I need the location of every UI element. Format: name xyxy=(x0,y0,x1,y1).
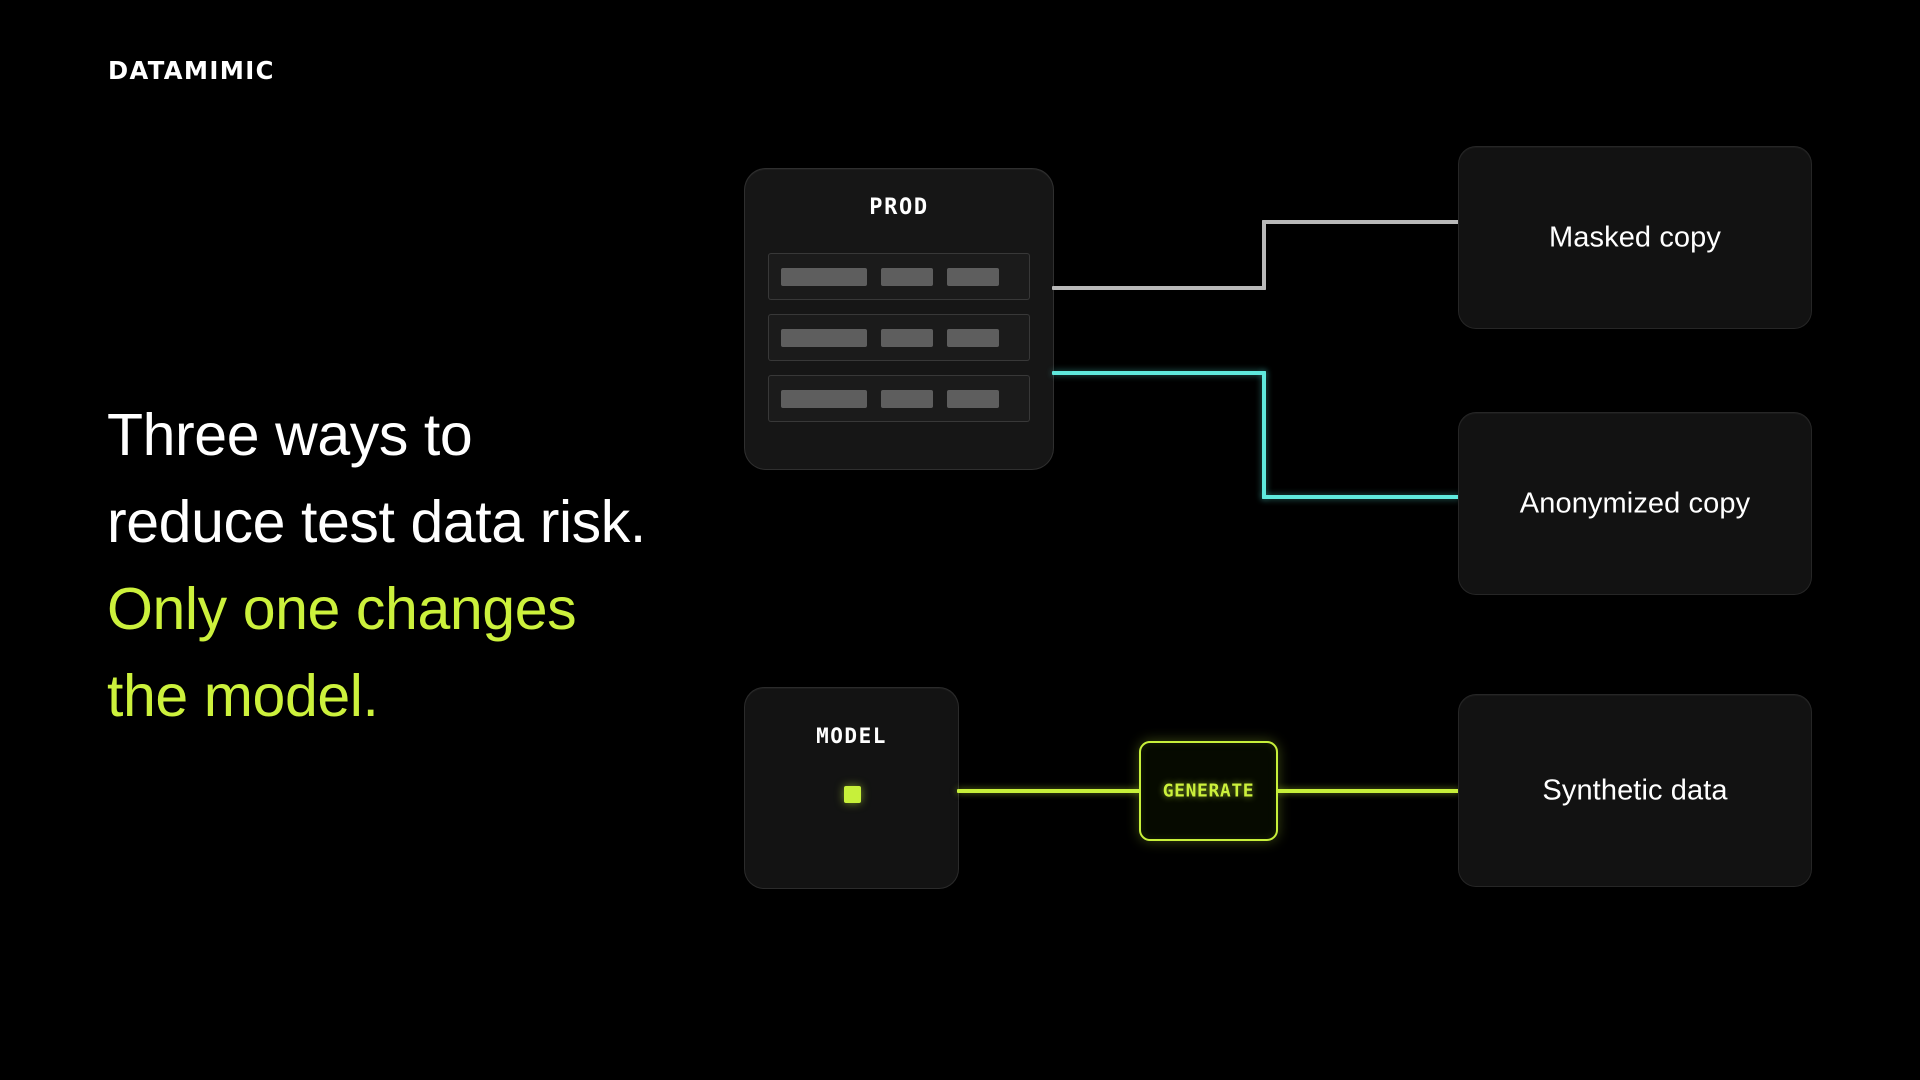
datamimic-logo: DATAMIMIC xyxy=(108,56,275,85)
table-cell-placeholder xyxy=(781,328,867,347)
model-node[interactable]: MODEL xyxy=(744,687,959,889)
headline-line-1: Three ways to xyxy=(107,402,473,468)
prod-table-rows xyxy=(768,253,1030,422)
connector-prod-to-anonymized-segment-h2 xyxy=(1262,495,1460,499)
table-cell-placeholder xyxy=(781,267,867,286)
generate-node-label: GENERATE xyxy=(1162,780,1255,802)
prod-node-title: PROD xyxy=(869,195,929,220)
table-cell-placeholder xyxy=(947,328,999,347)
connector-prod-to-anonymized-segment-v xyxy=(1262,371,1266,499)
output-node-anonymized-copy[interactable]: Anonymized copy xyxy=(1458,412,1812,595)
table-cell-placeholder xyxy=(881,267,933,286)
generate-action-node[interactable]: GENERATE xyxy=(1139,741,1278,841)
connector-generate-to-synthetic xyxy=(1276,789,1460,793)
table-cell-placeholder xyxy=(947,389,999,408)
headline-line-4: the model. xyxy=(107,663,379,729)
lime-square-indicator-icon xyxy=(843,786,861,803)
connector-model-to-generate xyxy=(957,789,1141,793)
connector-prod-to-masked-segment-h2 xyxy=(1262,220,1460,224)
table-row xyxy=(768,314,1030,361)
table-row xyxy=(768,375,1030,422)
table-cell-placeholder xyxy=(881,328,933,347)
model-node-title: MODEL xyxy=(816,724,887,748)
output-node-label: Anonymized copy xyxy=(1519,487,1751,519)
table-cell-placeholder xyxy=(881,389,933,408)
connector-prod-to-masked-segment-h1 xyxy=(1052,286,1266,290)
headline: Three ways to reduce test data risk. Onl… xyxy=(107,392,727,740)
output-node-synthetic-data[interactable]: Synthetic data xyxy=(1458,694,1812,887)
headline-line-2: reduce test data risk. xyxy=(107,489,646,555)
output-node-label: Masked copy xyxy=(1549,221,1721,253)
table-row xyxy=(768,253,1030,300)
connector-prod-to-anonymized-segment-h1 xyxy=(1052,371,1266,375)
connector-prod-to-masked-segment-v xyxy=(1262,220,1266,290)
headline-line-3: Only one changes xyxy=(107,576,577,642)
table-cell-placeholder xyxy=(947,267,999,286)
prod-database-node[interactable]: PROD xyxy=(744,168,1054,470)
output-node-masked-copy[interactable]: Masked copy xyxy=(1458,146,1812,329)
table-cell-placeholder xyxy=(781,389,867,408)
output-node-label: Synthetic data xyxy=(1542,774,1728,806)
